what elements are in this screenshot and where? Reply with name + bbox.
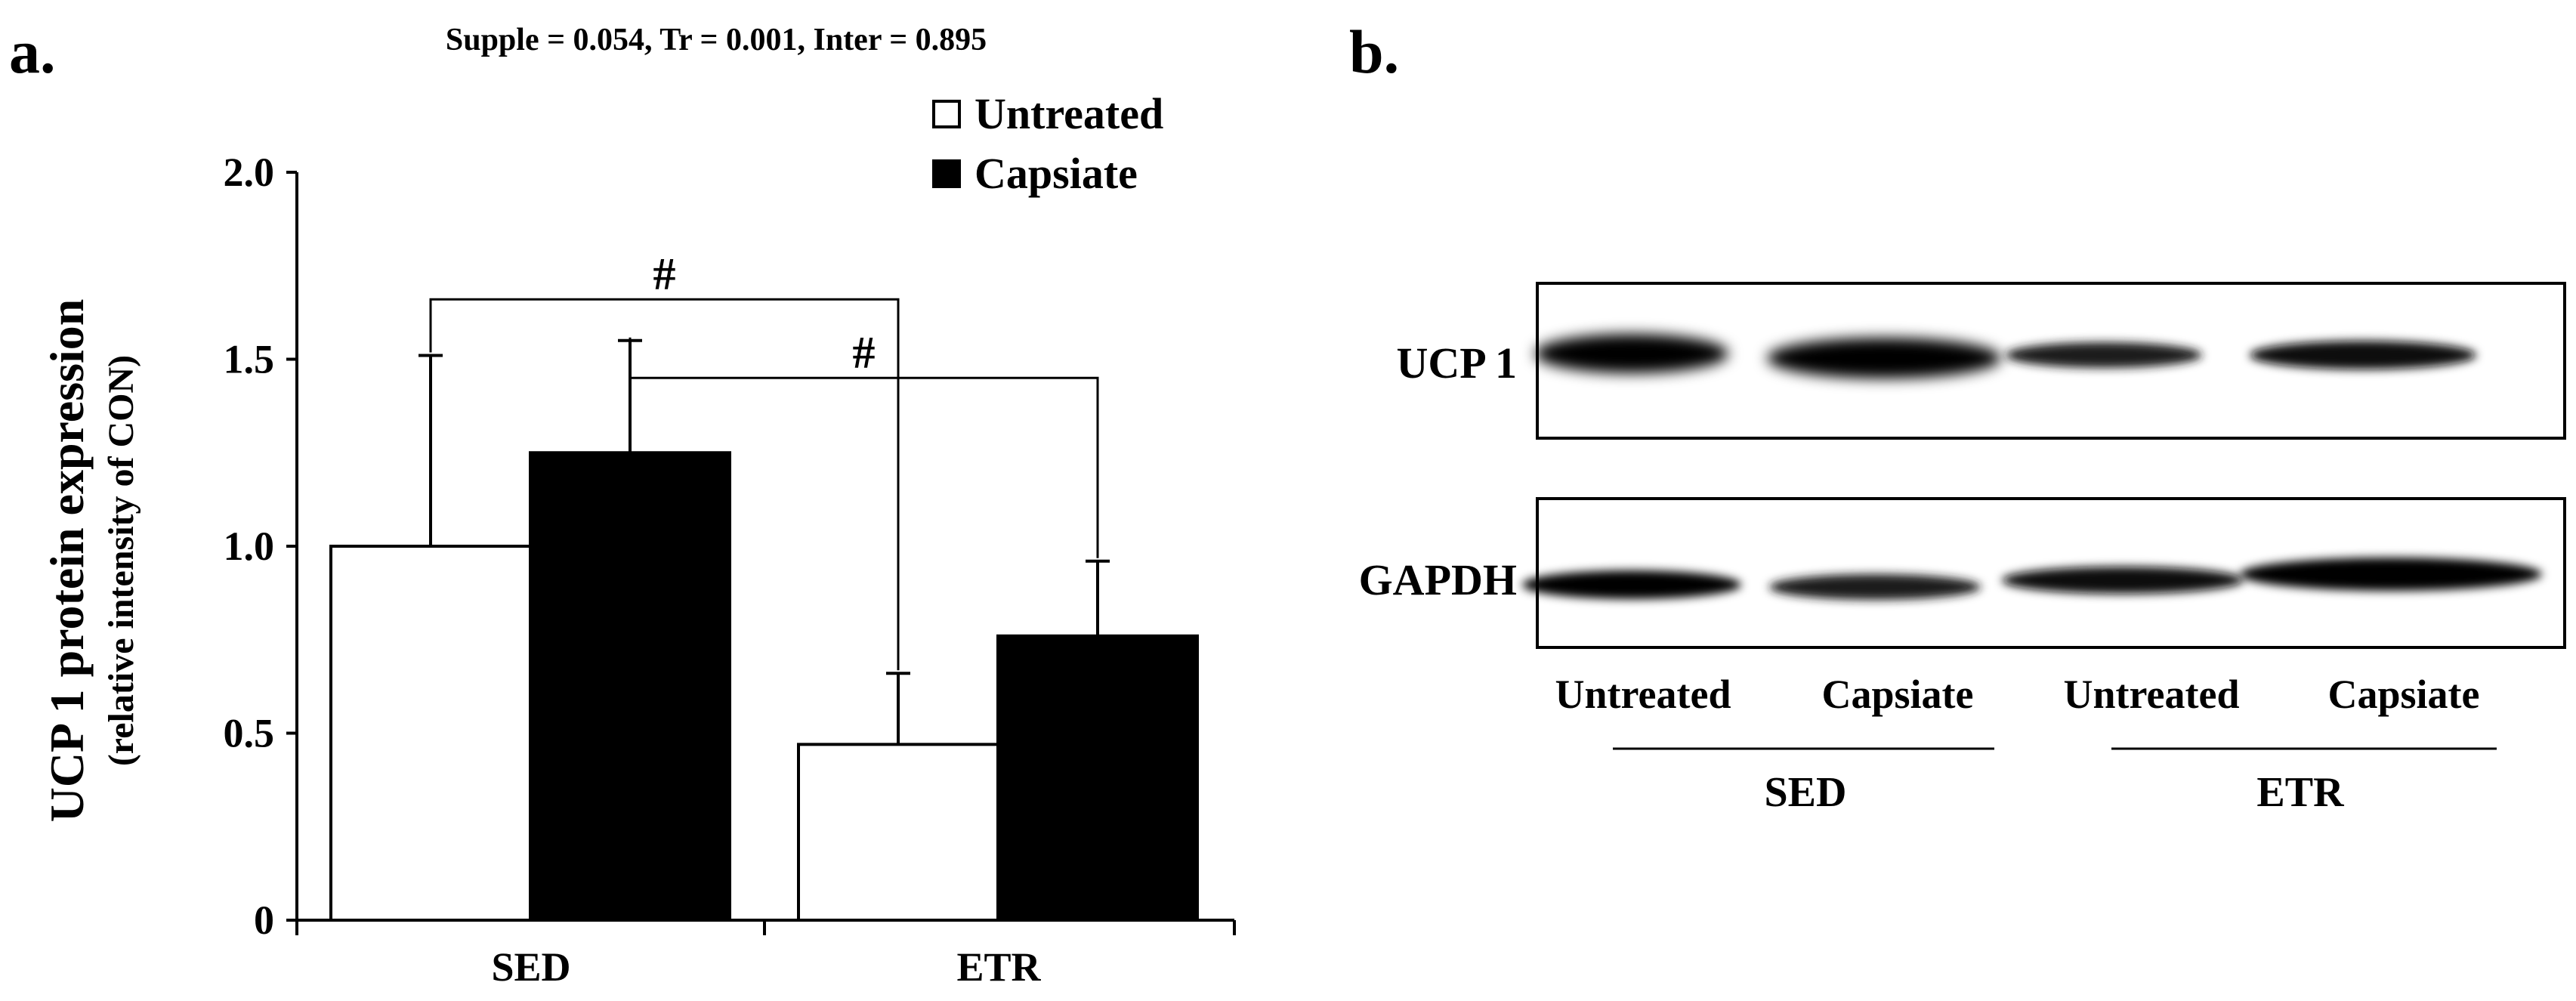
legend-swatch-untreated xyxy=(932,100,961,128)
band-gapdh-lane2 xyxy=(1769,574,1981,600)
group-label-etr: ETR xyxy=(2256,769,2344,816)
y-tick-label: 1.0 xyxy=(224,524,275,569)
y-tick-label: 0 xyxy=(254,898,274,943)
blot-panel-ucp1 xyxy=(1535,282,2566,440)
panel-a-bar-chart: a. Supple = 0.054, Tr = 0.001, Inter = 0… xyxy=(9,17,1236,990)
band-gapdh-lane1 xyxy=(1522,570,1741,599)
significance-brackets: ## xyxy=(429,249,1099,671)
y-axis-label: UCP 1 protein expression (relative inten… xyxy=(40,299,141,823)
y-tick-label: 2.0 xyxy=(224,150,275,195)
lane-label-3: Untreated xyxy=(2064,672,2240,717)
significance-bracket xyxy=(429,298,900,671)
bars xyxy=(329,338,1199,922)
bar-untreated-sed xyxy=(329,545,532,922)
band-ucp1-lane3 xyxy=(2006,342,2202,368)
x-ticks: SED ETR xyxy=(295,920,1236,990)
band-gapdh-lane4 xyxy=(2240,558,2542,591)
statistics-text: Supple = 0.054, Tr = 0.001, Inter = 0.89… xyxy=(446,23,987,57)
blot-row-label-gapdh: GAPDH xyxy=(1359,555,1517,604)
y-ticks: 0 0.5 1.0 1.5 2.0 xyxy=(224,150,297,943)
y-tick-label: 0.5 xyxy=(224,711,275,756)
panel-b-western-blot: b. UCP 1 GAPDH Untreated Capsiate Untrea… xyxy=(1349,17,2566,816)
group-label-sed: SED xyxy=(1765,769,1847,816)
blot-panel-gapdh xyxy=(1522,497,2566,649)
significance-label: # xyxy=(653,249,676,298)
legend-label-untreated: Untreated xyxy=(974,89,1163,138)
lane-label-2: Capsiate xyxy=(1822,672,1974,717)
band-ucp1-lane4 xyxy=(2250,341,2476,369)
legend-swatch-capsiate xyxy=(932,159,961,188)
legend: Untreated Capsiate xyxy=(932,89,1163,198)
band-ucp1-lane2 xyxy=(1767,338,2001,378)
lane-label-4: Capsiate xyxy=(2328,672,2480,717)
panel-a-letter: a. xyxy=(9,17,56,86)
legend-label-capsiate: Capsiate xyxy=(974,149,1138,198)
y-axis-subtitle: (relative intensity of CON) xyxy=(101,355,141,766)
bar-capsiate-etr xyxy=(996,634,1199,922)
significance-label: # xyxy=(853,327,876,377)
blot-row-label-ucp1: UCP 1 xyxy=(1397,338,1518,388)
band-ucp1-lane1 xyxy=(1535,334,1728,373)
bar-capsiate-sed xyxy=(529,451,731,922)
panel-b-letter: b. xyxy=(1349,17,1399,86)
x-tick-label: SED xyxy=(491,944,570,990)
y-tick-label: 1.5 xyxy=(224,337,275,382)
bar-untreated-etr xyxy=(797,743,999,922)
x-tick-label: ETR xyxy=(956,944,1041,990)
band-gapdh-lane3 xyxy=(2002,567,2244,594)
lane-label-1: Untreated xyxy=(1555,672,1731,717)
y-axis-title: UCP 1 protein expression xyxy=(40,299,94,823)
